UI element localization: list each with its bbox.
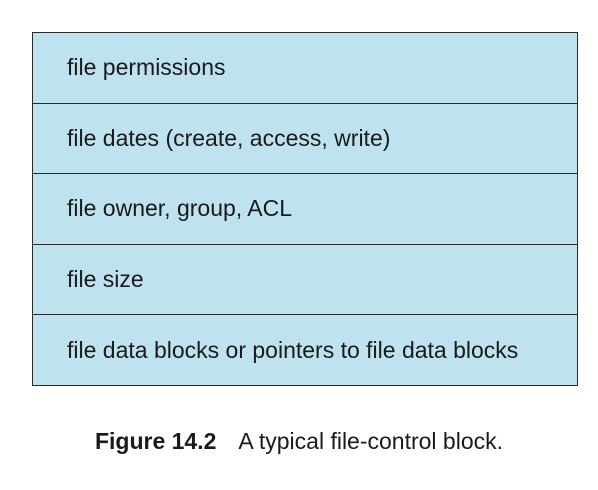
fcb-row-owner: file owner, group, ACL [33, 173, 577, 244]
figure-label: Figure 14.2 [94, 428, 217, 454]
figure-caption-text: A typical file-control block. [238, 428, 504, 454]
figure-caption: Figure 14.2 A typical file-control block. [0, 428, 598, 455]
fcb-row-size: file size [33, 243, 577, 315]
fcb-row-dates: file dates (create, access, write) [33, 102, 577, 174]
fcb-row-permissions: file permissions [67, 54, 226, 81]
file-control-block-table: file permissions file dates (create, acc… [32, 32, 578, 386]
fcb-row-data-blocks: file data blocks or pointers to file dat… [33, 314, 577, 385]
